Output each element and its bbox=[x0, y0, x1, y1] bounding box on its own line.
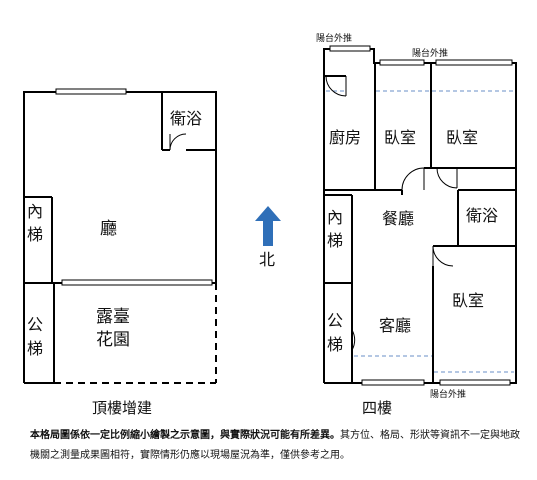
disclaimer-note: 本格局圖係依一定比例縮小繪製之示意圖，與實際狀況可能有所差異。其方位、格局、形狀… bbox=[30, 426, 520, 466]
rooftop-plan: 衛浴 內 梯 廳 公 梯 露臺 花園 頂樓增建 bbox=[23, 88, 217, 417]
bath-label: 衛浴 bbox=[466, 206, 498, 225]
inner-stair-label: 內 梯 bbox=[327, 208, 348, 250]
dining-label: 餐廳 bbox=[382, 209, 414, 228]
fourth-floor-caption: 四樓 bbox=[362, 399, 392, 417]
disclaimer-rest: 其方位、格局、形狀等資訊不一定與地政機關之測量成果圖相符，實際情形仍應以現場屋況… bbox=[30, 430, 520, 461]
rooftop-caption: 頂樓增建 bbox=[92, 399, 152, 417]
bedroom-1-label: 臥室 bbox=[384, 128, 416, 147]
north-arrow-icon bbox=[255, 206, 281, 246]
floor-plan-diagram: 衛浴 內 梯 廳 公 梯 露臺 花園 頂樓增建 北 陽台外推 陽台外推 陽台外推 bbox=[23, 32, 517, 417]
balcony-bottom-label: 陽台外推 bbox=[430, 388, 466, 400]
bedroom-2-label: 臥室 bbox=[446, 128, 478, 147]
fourth-floor-plan: 陽台外推 陽台外推 陽台外推 bbox=[316, 32, 517, 417]
north-compass: 北 bbox=[255, 206, 281, 269]
public-stair-label: 公 梯 bbox=[327, 311, 348, 354]
bedroom-3-label: 臥室 bbox=[452, 291, 484, 310]
balcony-top-right-label: 陽台外推 bbox=[412, 47, 448, 59]
rooftop-terrace-label: 露臺 花園 bbox=[96, 307, 135, 350]
rooftop-hall-label: 廳 bbox=[100, 219, 117, 239]
rooftop-inner-stair-label: 內 梯 bbox=[27, 202, 48, 244]
balcony-top-left-label: 陽台外推 bbox=[316, 32, 352, 44]
living-label: 客廳 bbox=[379, 316, 411, 335]
north-label: 北 bbox=[259, 250, 275, 269]
rooftop-bath-label: 衛浴 bbox=[170, 109, 202, 128]
rooftop-public-stair-label: 公 梯 bbox=[27, 315, 48, 358]
disclaimer-bold: 本格局圖係依一定比例縮小繪製之示意圖，與實際狀況可能有所差異。 bbox=[30, 430, 340, 441]
kitchen-label: 廚房 bbox=[329, 128, 361, 147]
